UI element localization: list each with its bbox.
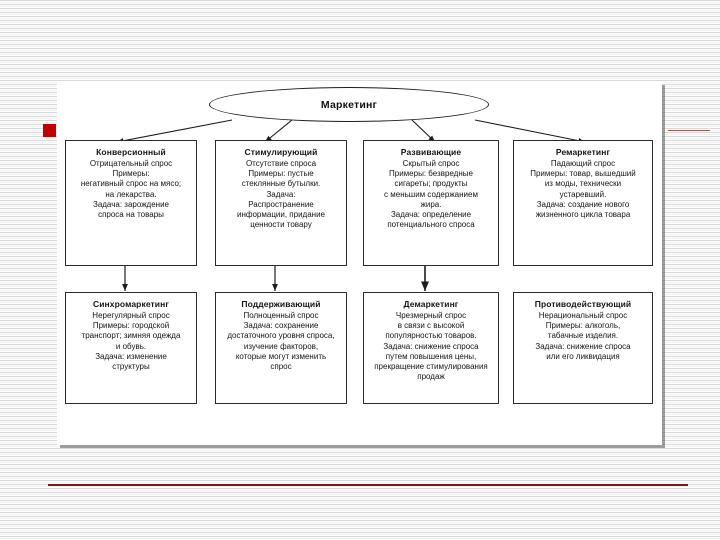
node-sinkhromarketing[interactable]: Синхромаркетинг Нерегулярный спрос Приме…: [65, 292, 197, 404]
root-node-label: Маркетинг: [320, 98, 378, 111]
node-title: Развивающие: [400, 147, 462, 157]
node-podderzhivayushchiy[interactable]: Поддерживающий Полноценный спрос Задача:…: [215, 292, 347, 404]
node-razvivayushchie[interactable]: Развивающие Скрытый спрос Примеры: безвр…: [363, 140, 499, 266]
node-body: Нерегулярный спрос Примеры: городской тр…: [81, 311, 181, 372]
node-body: Полноценный спрос Задача: сохранение дос…: [227, 311, 335, 372]
node-body: Чрезмерный спрос в связи с высокой попул…: [374, 311, 488, 382]
red-square-bullet-icon: [43, 124, 56, 137]
node-title: Противодействующий: [534, 299, 632, 309]
node-konversionnyi[interactable]: Конверсионный Отрицательный спрос Пример…: [65, 140, 197, 266]
diagram-connectors: [116, 119, 586, 291]
node-title: Поддерживающий: [241, 299, 321, 309]
right-edge-rule: [668, 130, 710, 131]
bottom-divider-rule: [48, 484, 688, 486]
node-title: Синхромаркетинг: [92, 299, 170, 309]
node-remarketing[interactable]: Ремаркетинг Падающий спрос Примеры: това…: [513, 140, 653, 266]
node-body: Падающий спрос Примеры: товар, вышедший …: [530, 159, 636, 220]
node-title: Демаркетинг: [403, 299, 459, 309]
root-node-marketing[interactable]: Маркетинг: [209, 87, 489, 122]
node-title: Стимулирующий: [244, 147, 318, 157]
node-body: Нерациональный спрос Примеры: алкоголь, …: [535, 311, 631, 361]
node-title: Конверсионный: [96, 147, 166, 157]
node-protivodeystvuyushchiy[interactable]: Противодействующий Нерациональный спрос …: [513, 292, 653, 404]
node-demarketing[interactable]: Демаркетинг Чрезмерный спрос в связи с в…: [363, 292, 499, 404]
node-body: Отрицательный спрос Примеры: негативный …: [80, 159, 182, 220]
node-stimuliruyushchiy[interactable]: Стимулирующий Отсутствие спроса Примеры:…: [215, 140, 347, 266]
node-title: Ремаркетинг: [555, 147, 611, 157]
slide-canvas: Маркетинг Конверсионный Отрицательный сп…: [57, 82, 662, 445]
node-body: Скрытый спрос Примеры: безвредные сигаре…: [384, 159, 478, 230]
node-body: Отсутствие спроса Примеры: пустые стекля…: [237, 159, 325, 230]
